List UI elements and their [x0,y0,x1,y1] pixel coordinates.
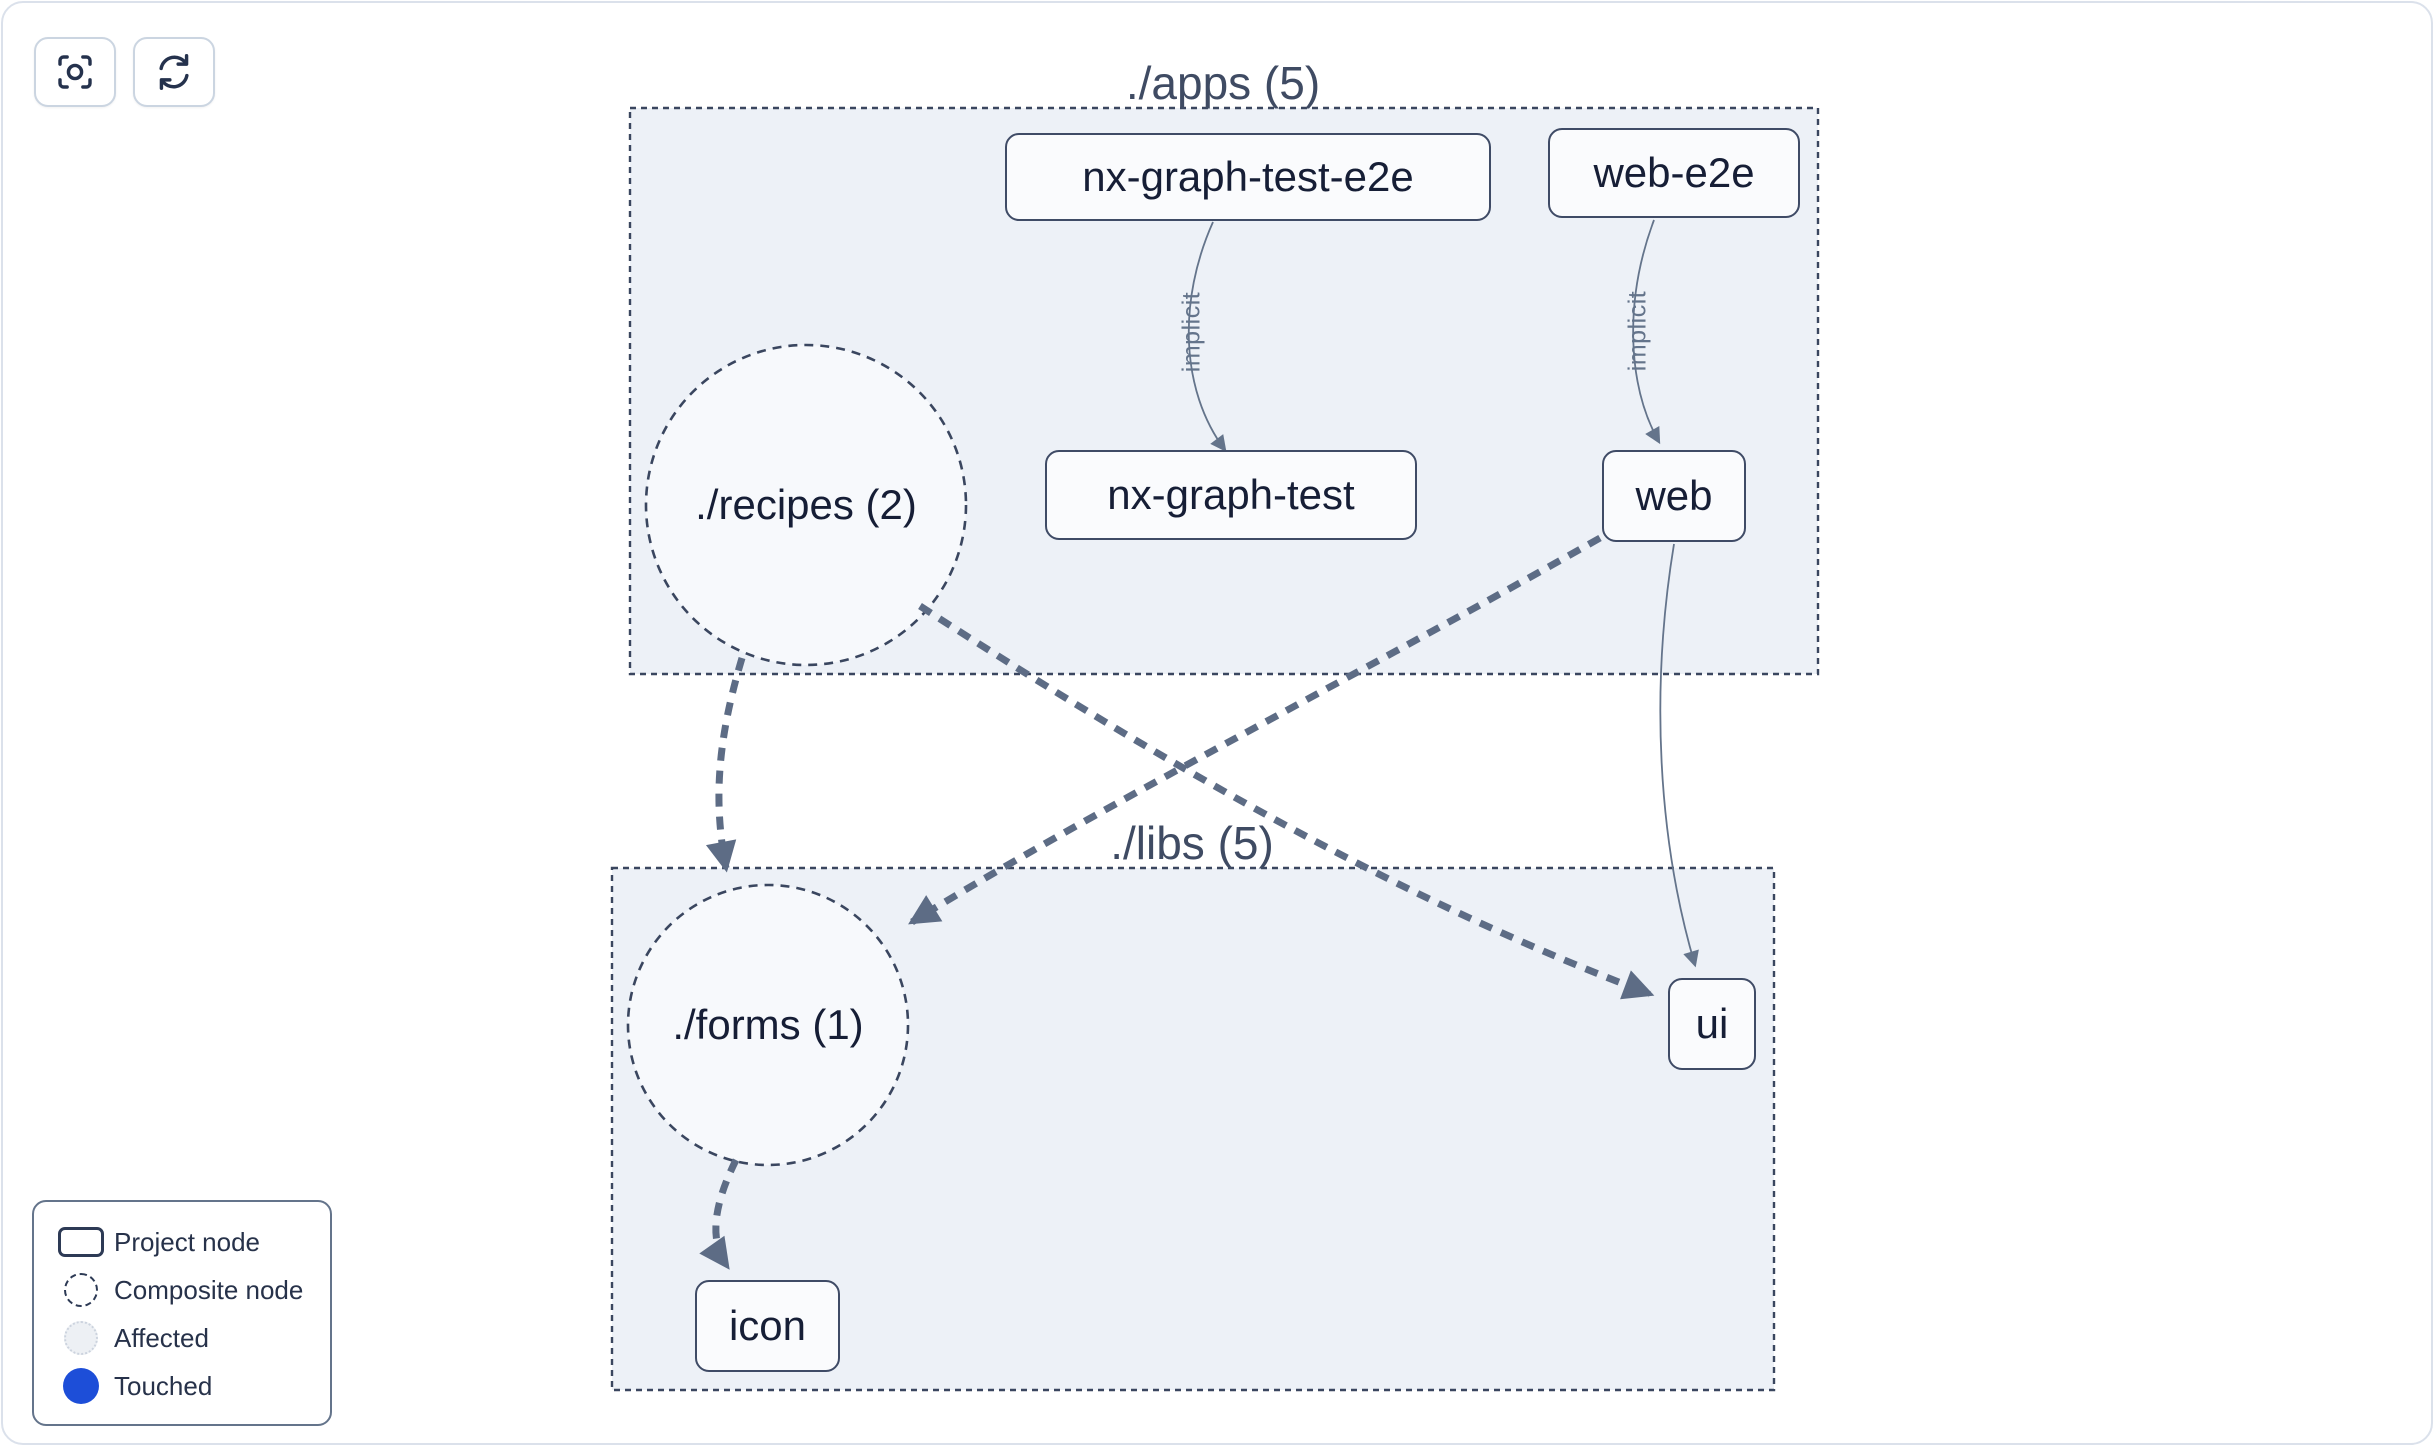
legend-label: Composite node [114,1274,304,1305]
edge-label-implicit: implicit [1177,291,1206,373]
node-label: nx-graph-test [1107,471,1355,518]
legend-label: Affected [114,1322,209,1353]
focus-icon [58,55,92,89]
composite-node-forms[interactable] [626,883,910,1167]
node-label: web [1635,472,1713,519]
node-label: ui [1695,1000,1729,1047]
project-node-swatch [58,1227,104,1257]
refresh-icon [159,54,189,90]
edge-label-implicit: implicit [1623,290,1652,372]
project-node-web-e2e[interactable]: web-e2e [1548,128,1800,218]
composite-node-recipes[interactable] [644,343,968,667]
touched-swatch [63,1368,99,1404]
legend-item-composite-node: Composite node [56,1266,308,1314]
edge-recipes-to-forms [705,656,746,873]
legend: Project node Composite node Affected Tou… [32,1200,332,1426]
node-label: web-e2e [1593,149,1755,196]
edge-web-to-forms [908,534,1602,925]
focus-button[interactable] [34,37,116,107]
group-label-apps: ./apps (5) [1125,57,1321,109]
project-node-web[interactable]: web [1602,450,1746,542]
legend-item-project-node: Project node [56,1218,308,1266]
composite-node-label-forms: ./forms (1) [672,1001,864,1048]
edge-forms-to-icon [699,1158,740,1270]
legend-label: Touched [114,1370,213,1401]
affected-swatch [64,1321,98,1355]
legend-item-touched: Touched [56,1362,308,1410]
edge-recipes-to-ui [918,603,1655,1000]
group-label-libs: ./libs (5) [1110,817,1274,869]
project-node-ui[interactable]: ui [1668,978,1756,1070]
refresh-button[interactable] [133,37,215,107]
project-node-icon[interactable]: icon [695,1280,840,1372]
project-node-nx-graph-test[interactable]: nx-graph-test [1045,450,1417,540]
edge-nx-graph-test-e2e-to-nx-graph-test [1187,221,1227,452]
edge-web-to-ui [1659,543,1699,968]
edge-web-e2e-to-web [1632,219,1661,445]
legend-label: Project node [114,1226,260,1257]
project-node-nx-graph-test-e2e[interactable]: nx-graph-test-e2e [1005,133,1491,221]
composite-node-swatch [64,1273,98,1307]
composite-node-label-recipes: ./recipes (2) [695,481,917,528]
legend-item-affected: Affected [56,1314,308,1362]
node-label: nx-graph-test-e2e [1082,153,1414,200]
node-label: icon [728,1302,807,1349]
